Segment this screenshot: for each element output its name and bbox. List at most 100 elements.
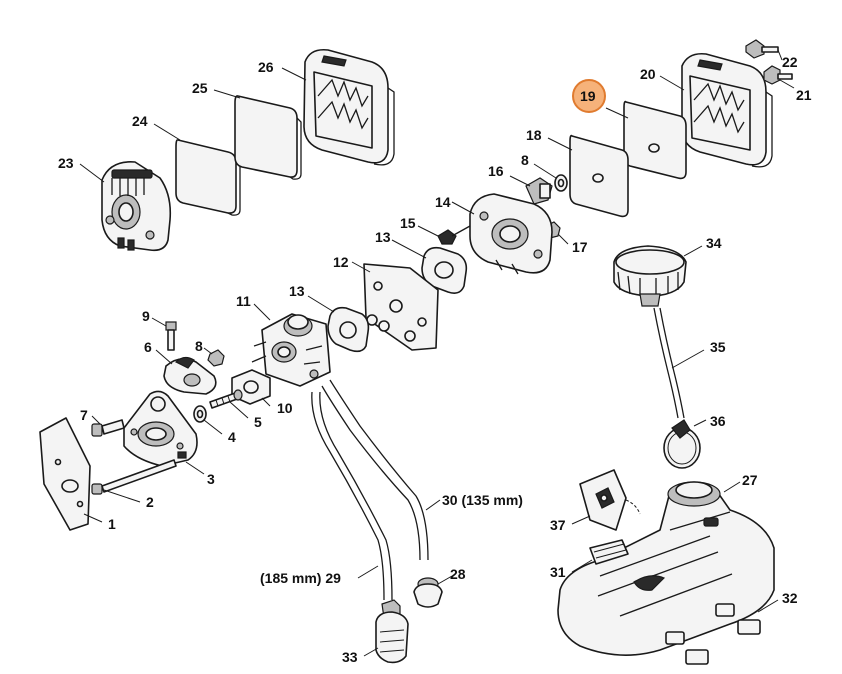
leader-23 [79, 163, 105, 183]
leader-33 [363, 647, 379, 657]
leader-25 [213, 89, 241, 99]
leader-2 [103, 489, 141, 503]
part-26-filter-cover[interactable] [303, 48, 395, 166]
part-5-screw[interactable] [209, 389, 243, 409]
part-9-screw[interactable] [165, 321, 177, 351]
highlight-circle[interactable] [572, 79, 606, 113]
part-8-washer-upper[interactable] [554, 174, 568, 192]
label-7: 7 [80, 407, 88, 423]
leader-6 [155, 349, 173, 365]
part-32-damper[interactable] [665, 603, 761, 665]
leader-7 [91, 415, 101, 425]
part-22-screw[interactable] [745, 39, 779, 59]
leader-22 [777, 49, 783, 61]
label-19: 19 [580, 88, 596, 104]
part-37-label[interactable] [579, 469, 641, 531]
label-2: 2 [146, 494, 154, 510]
label-13-upper: 13 [375, 229, 391, 245]
leader-19 [605, 107, 629, 119]
label-23: 23 [58, 155, 74, 171]
part-19-filter-pad[interactable] [623, 100, 687, 180]
label-25: 25 [192, 80, 208, 96]
leader-8a [533, 163, 557, 179]
label-17: 17 [572, 239, 588, 255]
leader-37 [571, 515, 591, 525]
leader-30 [425, 499, 441, 511]
part-28-grommet[interactable] [413, 577, 443, 608]
part-2-bolt[interactable] [91, 459, 177, 495]
label-18: 18 [526, 127, 542, 143]
part-13-gasket-lower[interactable] [327, 306, 370, 353]
label-26: 26 [258, 59, 274, 75]
part-1-gasket[interactable] [39, 417, 91, 531]
label-9: 9 [142, 308, 150, 324]
part-24-filter-pad[interactable] [175, 139, 241, 216]
part-7-screw[interactable] [91, 419, 125, 437]
leader-36 [693, 419, 707, 427]
label-29: (185 mm) 29 [260, 570, 341, 586]
label-1: 1 [108, 516, 116, 532]
label-14: 14 [435, 194, 451, 210]
leader-12 [351, 261, 371, 273]
label-8-upper: 8 [521, 152, 529, 168]
label-20: 20 [640, 66, 656, 82]
label-33: 33 [342, 649, 358, 665]
leader-13b [391, 239, 427, 259]
label-13-lower: 13 [289, 283, 305, 299]
part-30-fuel-line[interactable] [321, 379, 429, 561]
part-25-filter-pad[interactable] [234, 95, 302, 180]
leader-8b [203, 347, 213, 355]
leader-15 [417, 225, 439, 237]
part-31-damper[interactable] [589, 539, 629, 565]
leader-20 [659, 75, 685, 91]
label-21: 21 [796, 87, 812, 103]
part-11-carburetor[interactable] [251, 313, 331, 387]
label-8-lower: 8 [195, 338, 203, 354]
leader-3 [185, 461, 205, 475]
label-3: 3 [207, 471, 215, 487]
part-4-washer[interactable] [193, 405, 207, 423]
part-35-tube[interactable] [653, 307, 685, 419]
leader-24 [153, 123, 181, 141]
part-3-manifold[interactable] [123, 390, 198, 467]
label-32: 32 [782, 590, 798, 606]
part-6-bracket[interactable] [163, 356, 217, 395]
part-23-filter-base[interactable] [101, 161, 172, 252]
part-20-filter-cover[interactable] [681, 52, 773, 168]
part-29-fuel-line[interactable] [311, 391, 393, 601]
leader-13a [307, 295, 335, 313]
leader-34 [683, 245, 703, 257]
part-34-fuel-cap[interactable] [613, 245, 687, 307]
part-15-clip[interactable] [437, 225, 471, 245]
leader-11 [253, 303, 271, 321]
part-13-gasket-upper[interactable] [421, 246, 468, 294]
label-10: 10 [277, 400, 293, 416]
label-31: 31 [550, 564, 566, 580]
part-14-adapter[interactable] [469, 193, 553, 275]
label-4: 4 [228, 429, 236, 445]
label-11: 11 [236, 293, 251, 309]
leader-17 [557, 233, 569, 245]
leader-1 [83, 513, 103, 523]
label-28: 28 [450, 566, 466, 582]
label-35: 35 [710, 339, 726, 355]
label-12: 12 [333, 254, 349, 270]
part-36-retainer[interactable] [663, 419, 701, 469]
leader-16 [509, 175, 531, 187]
label-15: 15 [400, 215, 416, 231]
part-33-fuel-filter[interactable] [375, 599, 409, 664]
label-36: 36 [710, 413, 726, 429]
leader-18 [547, 137, 573, 151]
label-16: 16 [488, 163, 504, 179]
leader-29 [357, 565, 379, 579]
leader-28 [437, 575, 453, 585]
leader-9 [151, 317, 167, 327]
leader-10 [261, 397, 271, 407]
part-16-fitting[interactable] [525, 177, 553, 205]
label-6: 6 [144, 339, 152, 355]
leader-14 [451, 201, 475, 215]
label-5: 5 [254, 414, 262, 430]
part-18-filter-pad[interactable] [569, 134, 629, 218]
